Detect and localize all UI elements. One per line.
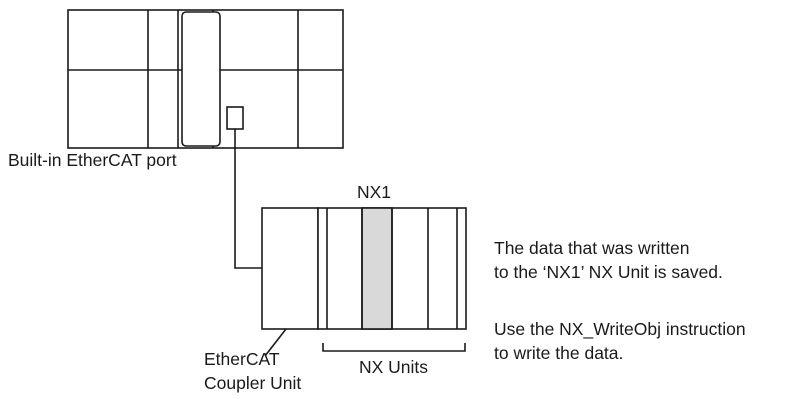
instruction-message-line-1: Use the NX_WriteObj instruction xyxy=(494,319,746,339)
cpu-unit xyxy=(67,9,344,149)
coupler-unit-label-line-2: Coupler Unit xyxy=(204,373,302,393)
instruction-message: Use the NX_WriteObj instruction to write… xyxy=(494,317,746,365)
coupler-leader-line xyxy=(264,328,287,357)
ethercat-cable xyxy=(234,129,262,269)
saved-message-line-2: to the ‘NX1’ NX Unit is saved. xyxy=(494,262,723,282)
builtin-port-label: Built-in EtherCAT port xyxy=(8,150,177,170)
coupler-unit-label: EtherCAT Coupler Unit xyxy=(204,347,301,395)
saved-message-line-1: The data that was written xyxy=(494,238,690,258)
nx-units-label: NX Units xyxy=(359,357,429,377)
instruction-message-line-2: to write the data. xyxy=(494,343,624,363)
nx-units-bracket xyxy=(322,343,466,352)
nx-unit-nx1 xyxy=(361,207,393,330)
builtin-ethercat-port xyxy=(226,106,244,130)
saved-message: The data that was written to the ‘NX1’ N… xyxy=(494,236,723,284)
coupler-unit-label-line-1: EtherCAT xyxy=(204,349,280,369)
nx1-label: NX1 xyxy=(357,182,392,202)
ethercat-coupler-unit xyxy=(261,207,319,330)
cpu-center-slot xyxy=(181,11,221,147)
nx-units-block xyxy=(317,207,467,330)
